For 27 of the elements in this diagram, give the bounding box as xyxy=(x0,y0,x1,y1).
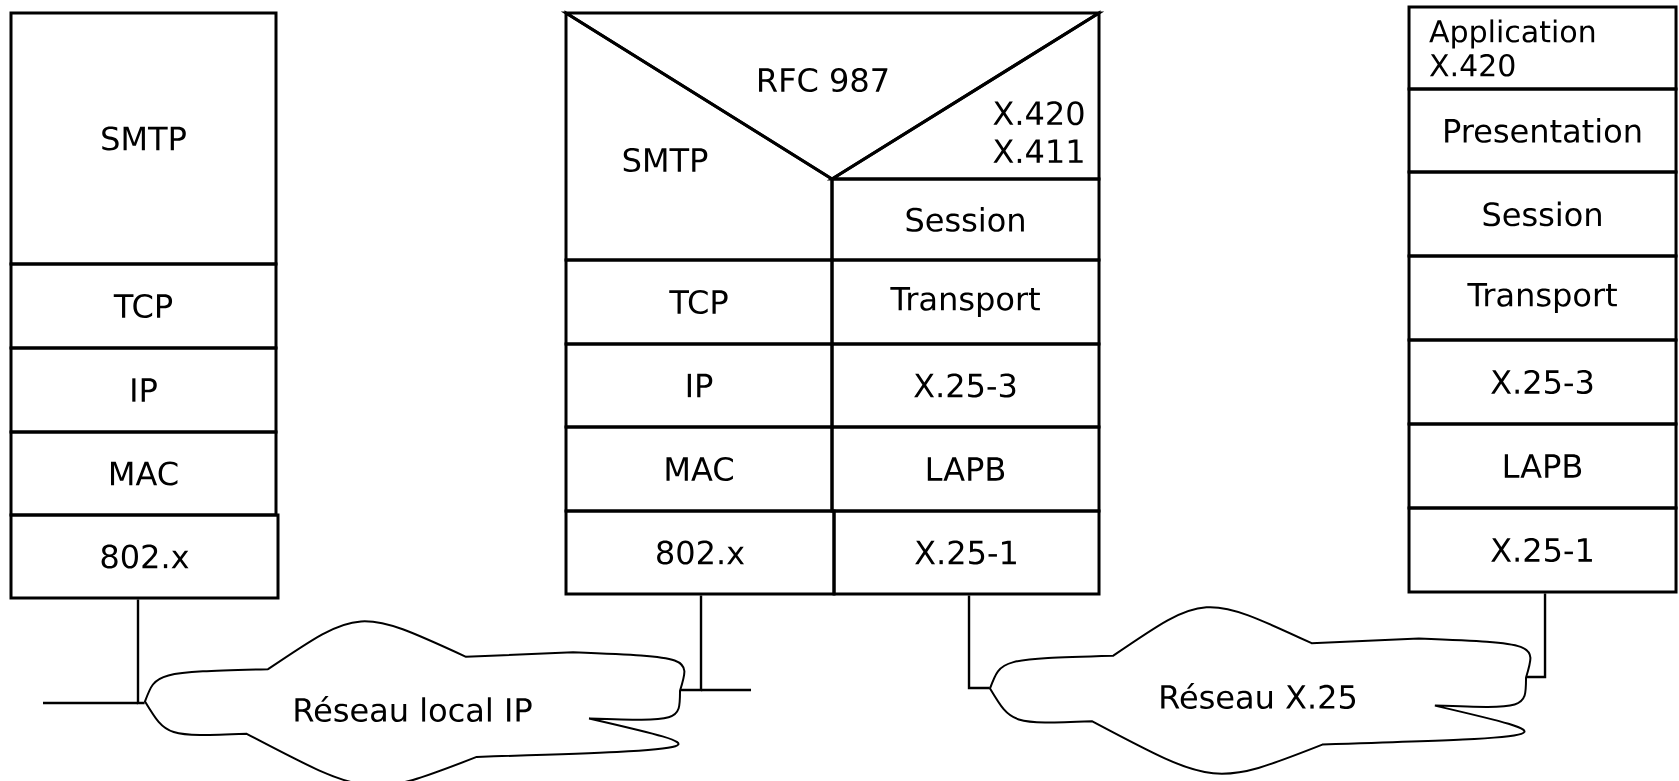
layer-box: X.25-1 xyxy=(1407,506,1678,594)
layer-box: Application X.420 xyxy=(1407,5,1678,91)
connector-line xyxy=(967,595,990,690)
connector-line xyxy=(680,595,703,692)
layer-box: MAC xyxy=(9,430,278,517)
layer-box: SMTP xyxy=(9,11,278,266)
layer-box: X.25-3 xyxy=(1407,338,1678,426)
layer-box: Transport xyxy=(1407,254,1678,342)
layer-box: MAC xyxy=(564,425,834,513)
layer-box: LAPB xyxy=(830,425,1101,513)
layer-box: TCP xyxy=(9,262,278,350)
layer-box: Presentation xyxy=(1407,87,1678,174)
layer-box: Transport xyxy=(830,258,1101,346)
connector-line xyxy=(136,599,145,705)
layer-box: 802.x xyxy=(9,513,280,600)
layer-box: X.25-3 xyxy=(830,342,1101,429)
layer-box: 802.x xyxy=(564,509,836,596)
layer-box: TCP xyxy=(564,258,834,346)
layer-box: IP xyxy=(564,342,834,429)
layer-box: Session xyxy=(1407,170,1678,258)
connector-line xyxy=(1526,593,1547,679)
layer-box: IP xyxy=(9,346,278,434)
network-cloud: Réseau local IP xyxy=(144,620,686,781)
layer-box: Session xyxy=(830,177,1101,262)
layer-box: LAPB xyxy=(1407,422,1678,510)
network-cloud: Réseau X.25 xyxy=(989,606,1532,775)
layer-box: X.25-1 xyxy=(832,509,1101,596)
